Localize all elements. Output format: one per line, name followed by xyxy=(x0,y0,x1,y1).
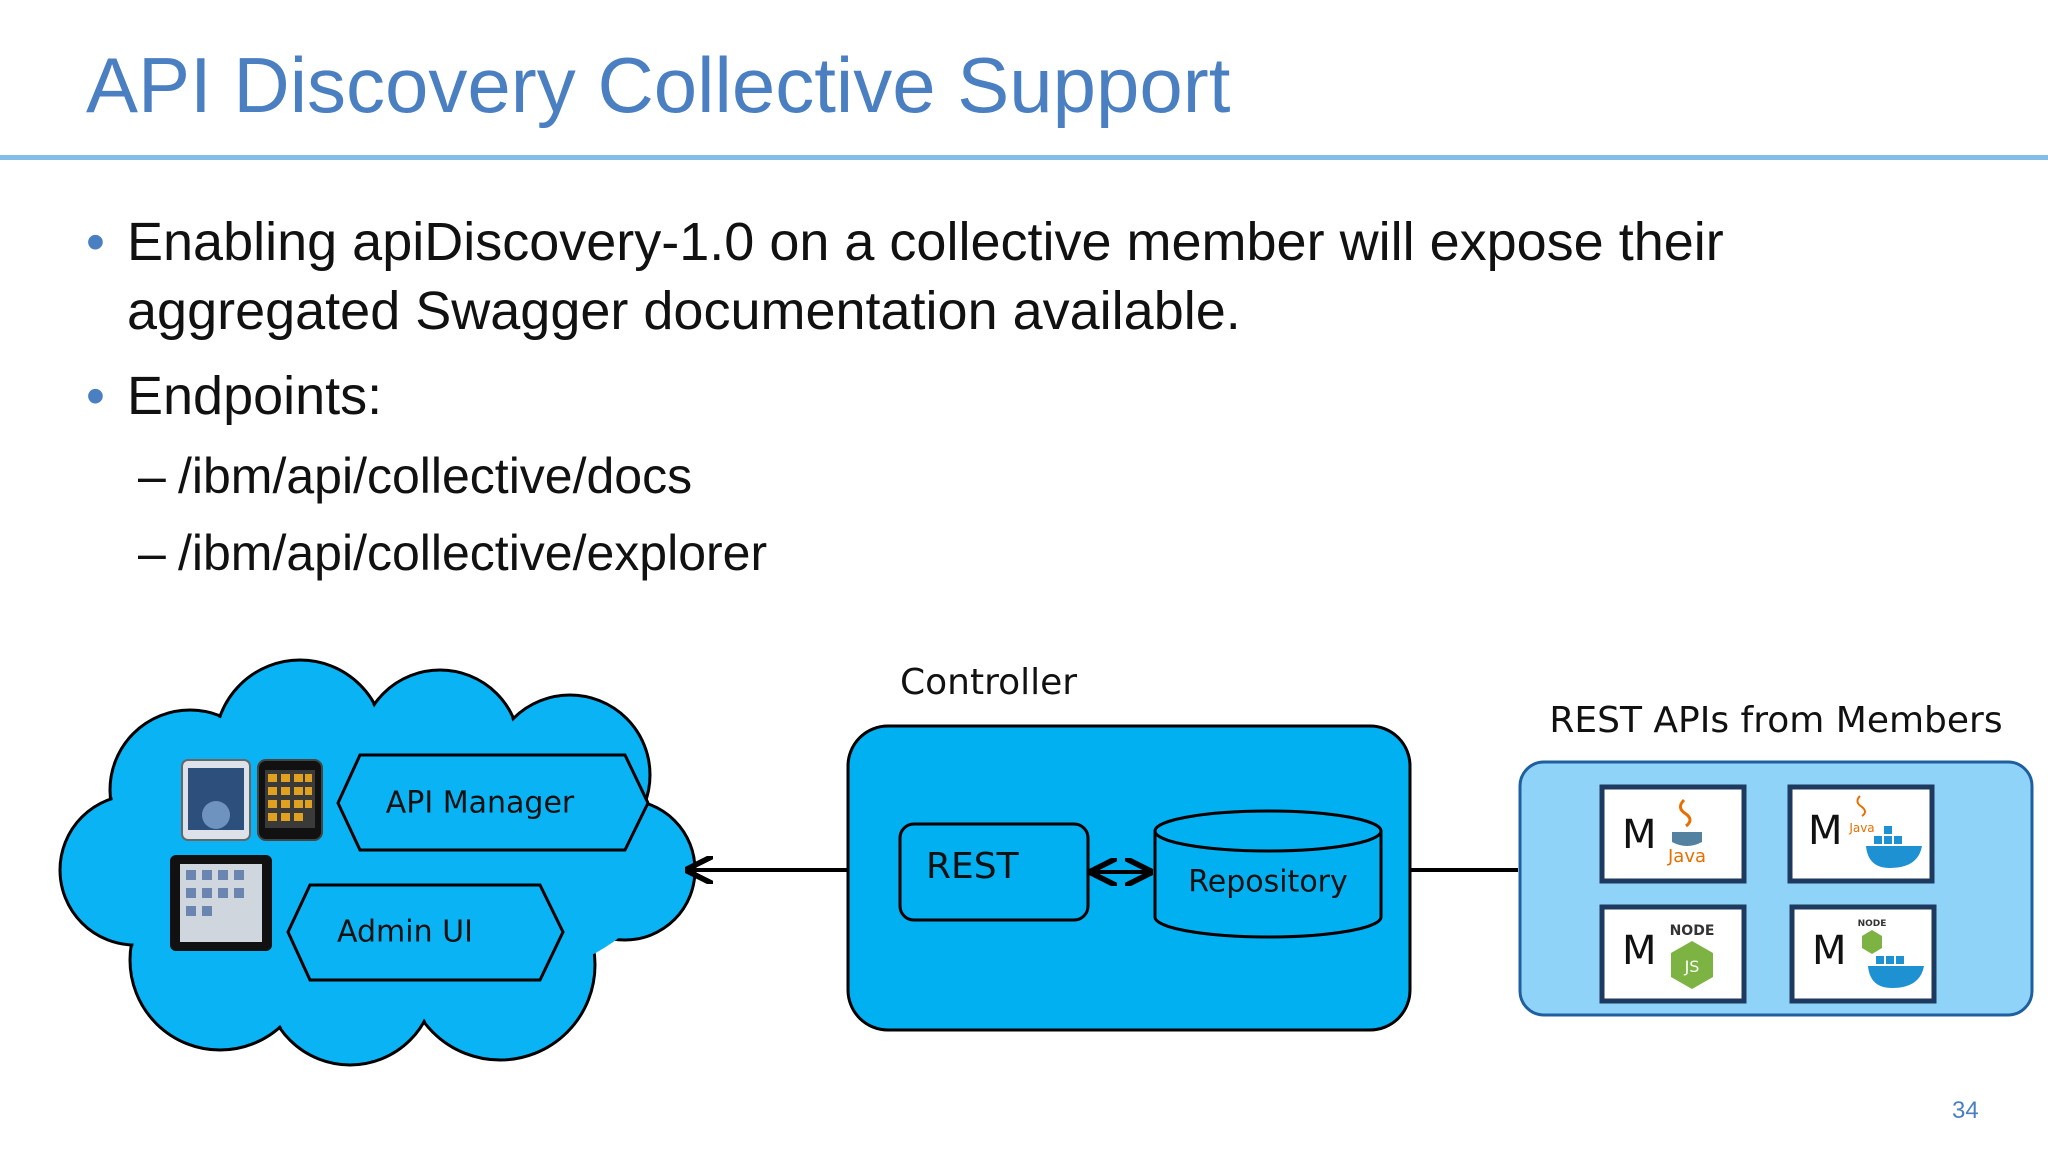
title-divider xyxy=(0,155,2048,160)
java-logo-icon: Java xyxy=(1848,795,1875,835)
members-panel xyxy=(1518,760,2034,1017)
slide-title: API Discovery Collective Support xyxy=(86,41,1231,129)
member-letter: M xyxy=(1622,928,1657,974)
tablet-icon xyxy=(170,855,272,951)
docker-whale-icon xyxy=(1866,826,1922,868)
client-cloud xyxy=(58,658,697,1067)
repository-label: Repository xyxy=(1188,865,1348,900)
sub-bullet-item: – /ibm/api/collective/docs xyxy=(86,447,1986,505)
docker-whale-icon xyxy=(1868,956,1924,988)
member-nodejs-docker: M NODE xyxy=(1789,904,1937,1004)
member-letter: M xyxy=(1812,928,1847,974)
dash-icon: – xyxy=(138,448,166,504)
nodejs-logo-icon: NODE JS xyxy=(1670,923,1715,989)
bullet-item: • Endpoints: xyxy=(86,362,1986,431)
member-nodejs: M NODE JS xyxy=(1599,904,1747,1004)
bullet-list: • Enabling apiDiscovery-1.0 on a collect… xyxy=(86,208,1986,601)
admin-ui-label: Admin UI xyxy=(337,915,473,950)
dash-icon: – xyxy=(138,525,166,581)
page-number: 34 xyxy=(1952,1097,1979,1124)
repository-cylinder xyxy=(1153,809,1383,939)
member-letter: M xyxy=(1622,812,1657,858)
smartphone-icon xyxy=(257,759,323,841)
architecture-diagram: API Manager Admin UI Controller REST Rep… xyxy=(58,658,2034,1067)
nodejs-logo-icon: NODE xyxy=(1858,919,1887,954)
rest-box xyxy=(898,822,1090,922)
java-logo-icon: Java xyxy=(1667,798,1706,867)
bullet-item: • Enabling apiDiscovery-1.0 on a collect… xyxy=(86,208,1986,346)
java-logo-text: Java xyxy=(1848,821,1874,835)
phone-icon xyxy=(181,759,251,841)
rest-label: REST xyxy=(926,846,1020,887)
bullet-text: Enabling apiDiscovery-1.0 on a collectiv… xyxy=(127,212,1724,341)
admin-ui-shape xyxy=(286,883,565,982)
member-letter: M xyxy=(1808,808,1843,854)
bullet-text: Endpoints: xyxy=(127,366,383,426)
api-manager-shape xyxy=(336,753,650,852)
sub-bullet-item: – /ibm/api/collective/explorer xyxy=(86,524,1986,582)
node-logo-text: NODE xyxy=(1670,923,1715,939)
java-logo-text: Java xyxy=(1667,846,1706,867)
svg-text:JS: JS xyxy=(1684,957,1700,976)
endpoint-docs: /ibm/api/collective/docs xyxy=(178,448,693,504)
bullet-dot-icon: • xyxy=(86,366,105,426)
bullet-dot-icon: • xyxy=(86,212,105,272)
members-title: REST APIs from Members xyxy=(1549,700,2002,741)
member-java-docker: M Java xyxy=(1787,784,1935,884)
api-manager-label: API Manager xyxy=(386,786,575,821)
node-logo-text: NODE xyxy=(1858,919,1887,929)
member-java: M Java xyxy=(1599,784,1747,884)
endpoint-explorer: /ibm/api/collective/explorer xyxy=(178,525,768,581)
controller-title: Controller xyxy=(900,662,1077,703)
